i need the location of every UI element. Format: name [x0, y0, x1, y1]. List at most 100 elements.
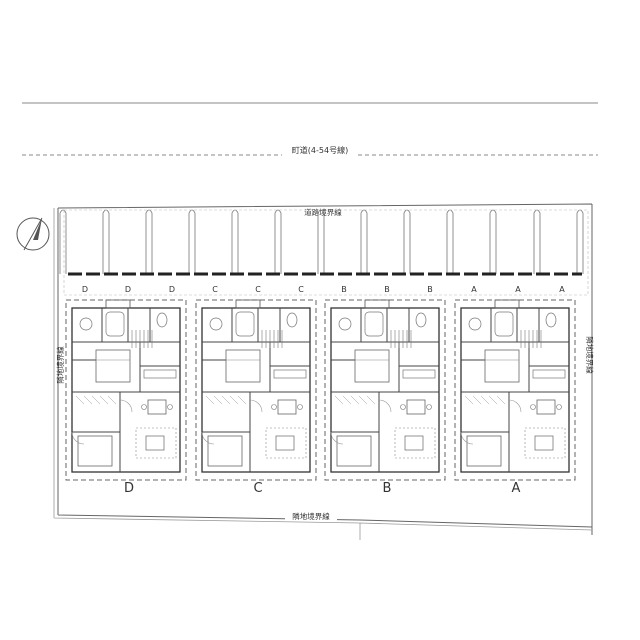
closet-hatch — [107, 395, 117, 405]
site-boundary — [57, 203, 593, 535]
kitchen-counter — [273, 369, 307, 379]
unit-label-d: D — [124, 481, 134, 496]
dining-table-icon — [147, 399, 167, 415]
door-swing — [378, 399, 392, 413]
living-area — [265, 427, 307, 459]
entry-step — [235, 299, 261, 309]
living-area — [394, 427, 436, 459]
parking-label: A — [515, 285, 521, 294]
parking-stalls — [59, 209, 584, 274]
parking-label: D — [169, 285, 175, 294]
chair-icon — [426, 404, 432, 410]
parking-label: A — [471, 285, 477, 294]
unit-label-c: C — [253, 481, 262, 496]
closet-hatch — [205, 395, 215, 405]
unit-plan — [65, 299, 187, 481]
neighbor-boundary-right-label: 隣地境界線 — [585, 336, 595, 374]
parking-label: C — [212, 285, 218, 294]
toilet-icon — [286, 312, 298, 328]
parking-label: D — [82, 285, 88, 294]
bed-icon — [466, 435, 502, 467]
unit-label-a: A — [512, 481, 521, 496]
parking-stall-divider — [446, 209, 454, 274]
closet-hatch — [350, 395, 360, 405]
chair-icon — [271, 404, 277, 410]
bathtub-icon — [494, 311, 514, 337]
bed-icon — [77, 435, 113, 467]
closet-hatch — [464, 395, 474, 405]
neighbor-boundary-left-label: 隣地境界線 — [55, 346, 65, 384]
parking-stall-divider — [145, 209, 153, 274]
parking-stall-divider — [533, 209, 541, 274]
closet-hatch — [358, 395, 368, 405]
parking-stall-divider — [576, 209, 584, 274]
parking-stall-divider — [317, 209, 325, 274]
unit-boundary — [195, 299, 317, 481]
toilet-icon — [545, 312, 557, 328]
bathtub-icon — [105, 311, 125, 337]
north-arrow-icon — [16, 217, 50, 251]
bathtub-icon — [364, 311, 384, 337]
road-name-label: 町道(4-54号線) — [292, 145, 348, 155]
washbasin-icon — [209, 317, 223, 331]
parking-label: B — [341, 285, 347, 294]
bed-icon — [207, 435, 243, 467]
chair-icon — [167, 404, 173, 410]
closet-hatch — [99, 395, 109, 405]
low-table-icon — [534, 435, 554, 451]
unit-plan — [324, 299, 446, 481]
closet-hatch — [366, 395, 376, 405]
low-table-icon — [404, 435, 424, 451]
washbasin-icon — [468, 317, 482, 331]
unit-boundary — [324, 299, 446, 481]
kitchen-counter — [143, 369, 177, 379]
chair-icon — [141, 404, 147, 410]
parking-label: B — [427, 285, 433, 294]
low-table-icon — [145, 435, 165, 451]
living-area — [135, 427, 177, 459]
parking-label: C — [255, 285, 261, 294]
entry-step — [494, 299, 520, 309]
toilet-icon — [156, 312, 168, 328]
parking-label: B — [384, 285, 390, 294]
parking-stall-divider — [489, 209, 497, 274]
neighbor-boundary-bottom-label: 隣地境界線 — [292, 511, 330, 521]
washbasin-icon — [338, 317, 352, 331]
parking-stall-divider — [231, 209, 239, 274]
closet-hatch — [75, 395, 85, 405]
door-swing — [119, 399, 133, 413]
door-swing — [249, 399, 263, 413]
closet-hatch — [472, 395, 482, 405]
unit-boundary — [65, 299, 187, 481]
parking-stall-divider — [188, 209, 196, 274]
parking-stall-divider — [403, 209, 411, 274]
neighbor-edge-lines — [53, 208, 593, 540]
bed-icon — [225, 349, 261, 383]
parking-stall-divider — [274, 209, 282, 274]
living-area — [524, 427, 566, 459]
door-swing — [330, 431, 344, 445]
parking-bay-frame — [63, 209, 589, 296]
chair-icon — [297, 404, 303, 410]
parking-stall-divider — [59, 209, 67, 274]
bathtub-icon — [235, 311, 255, 337]
bed-icon — [95, 349, 131, 383]
unit-plan — [454, 299, 576, 481]
unit-floor-plans — [65, 299, 576, 481]
unit-boundary — [454, 299, 576, 481]
dining-table-icon — [406, 399, 426, 415]
closet-hatch — [237, 395, 247, 405]
closet-hatch — [213, 395, 223, 405]
closet-hatch — [91, 395, 101, 405]
closet-hatch — [221, 395, 231, 405]
unit-label-b: B — [383, 481, 392, 496]
closet-hatch — [83, 395, 93, 405]
unit-plan — [195, 299, 317, 481]
dining-table-icon — [277, 399, 297, 415]
closet-hatch — [488, 395, 498, 405]
door-swing — [508, 399, 522, 413]
bed-icon — [336, 435, 372, 467]
parking-label-group: D D D C C C B B B A A A — [82, 285, 565, 294]
chair-icon — [530, 404, 536, 410]
